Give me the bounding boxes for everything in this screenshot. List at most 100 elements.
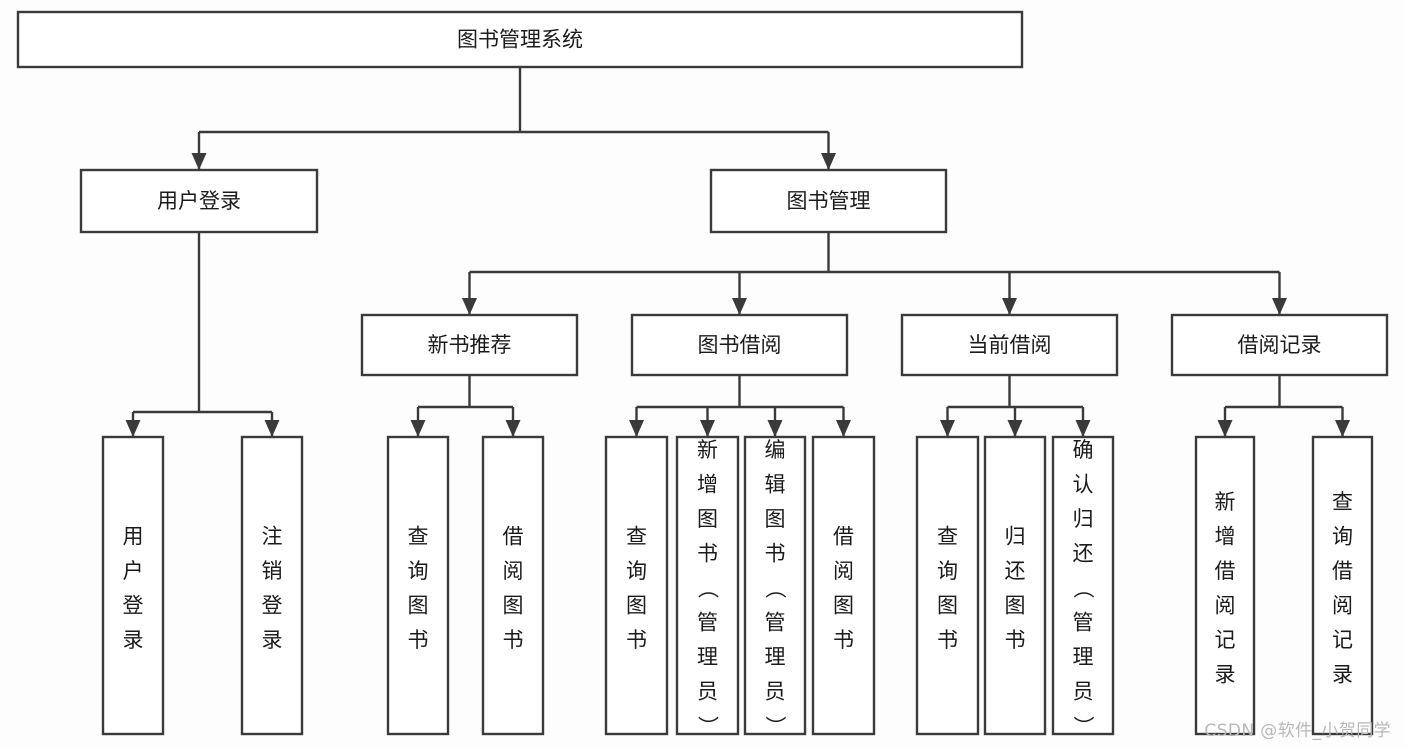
node-label-char: 记 xyxy=(1215,628,1236,652)
node-label-char: 理 xyxy=(1073,645,1094,669)
node-box[interactable] xyxy=(1170,313,1389,377)
node-label-char: 书 xyxy=(697,542,718,566)
node-label-char: 户 xyxy=(123,559,144,583)
arrow-head-icon xyxy=(505,420,521,437)
node-box[interactable] xyxy=(900,313,1119,377)
arrow-head-icon xyxy=(1217,420,1233,437)
arrow-head-icon xyxy=(1007,420,1023,437)
node-level3-当前借阅[interactable]: 当前借阅 xyxy=(900,313,1119,377)
node-label-char: 认 xyxy=(1073,473,1094,497)
node-box[interactable] xyxy=(360,313,579,377)
node-box[interactable] xyxy=(1051,435,1115,736)
connector-layer xyxy=(125,67,1350,437)
node-level2-用户登录[interactable]: 用户登录 xyxy=(79,168,319,234)
node-label: 图书管理系统 xyxy=(457,28,583,52)
node-label-char: ） xyxy=(696,716,720,737)
node-label-char: 录 xyxy=(1215,662,1236,686)
node-label-char: 录 xyxy=(123,628,144,652)
node-label-char: 登 xyxy=(123,593,144,617)
node-level3-借阅记录[interactable]: 借阅记录 xyxy=(1170,313,1389,377)
node-box[interactable] xyxy=(16,10,1024,69)
arrow-head-icon xyxy=(462,298,477,315)
node-label-char: 图 xyxy=(626,593,647,617)
node-label-char: 还 xyxy=(1073,542,1094,566)
node-box[interactable] xyxy=(1194,435,1256,736)
arrow-head-icon xyxy=(700,420,715,437)
node-level3-新书推荐[interactable]: 新书推荐 xyxy=(360,313,579,377)
node-label-char: 图 xyxy=(408,593,429,617)
node-label-char: 员 xyxy=(765,680,786,704)
node-label-char: 记 xyxy=(1332,628,1353,652)
node-label-char: 新 xyxy=(697,438,718,462)
node-label: 借阅记录 xyxy=(1238,333,1322,357)
node-label-char: （ xyxy=(1071,578,1095,599)
arrow-head-icon xyxy=(821,153,836,170)
node-label-char: 书 xyxy=(765,542,786,566)
node-box[interactable] xyxy=(481,435,545,736)
node-box[interactable] xyxy=(630,313,849,377)
node-level2-图书管理[interactable]: 图书管理 xyxy=(709,168,948,234)
node-label-char: 阅 xyxy=(833,559,854,583)
node-box[interactable] xyxy=(983,435,1047,736)
watermark-text: CSDN @软件_小贺同学 xyxy=(1204,721,1391,741)
arrow-head-icon xyxy=(732,298,747,315)
node-label-char: 询 xyxy=(626,559,647,583)
node-label-char: 阅 xyxy=(503,559,524,583)
node-box[interactable] xyxy=(604,435,669,736)
node-label-char: （ xyxy=(696,578,720,599)
node-leaf-0-用户登录[interactable]: 用户登录 xyxy=(101,435,165,736)
node-label-char: 辑 xyxy=(765,473,786,497)
node-label-char: 管 xyxy=(697,611,718,635)
node-label-char: 图 xyxy=(503,593,524,617)
node-box[interactable] xyxy=(743,435,807,736)
node-box[interactable] xyxy=(79,168,319,234)
node-label-char: 还 xyxy=(1005,559,1026,583)
node-level3-图书借阅[interactable]: 图书借阅 xyxy=(630,313,849,377)
node-box[interactable] xyxy=(811,435,876,736)
node-label-char: 图 xyxy=(833,593,854,617)
arrow-head-icon xyxy=(1272,298,1287,315)
node-label-char: 员 xyxy=(697,680,718,704)
arrow-head-icon xyxy=(410,420,426,437)
node-box[interactable] xyxy=(915,435,980,736)
node-box[interactable] xyxy=(709,168,948,234)
node-label-char: 用 xyxy=(123,524,144,548)
arrow-head-icon xyxy=(1335,420,1350,437)
node-box[interactable] xyxy=(386,435,450,736)
node-label-char: 书 xyxy=(1005,628,1026,652)
node-label-char: 理 xyxy=(765,645,786,669)
node-label-char: 查 xyxy=(1332,490,1353,514)
node-box[interactable] xyxy=(675,435,740,736)
node-label-char: 阅 xyxy=(1332,593,1353,617)
arrow-head-icon xyxy=(836,420,851,437)
node-box[interactable] xyxy=(1311,435,1374,736)
node-label-char: 新 xyxy=(1215,490,1236,514)
node-label-char: 书 xyxy=(503,628,524,652)
node-label-char: 借 xyxy=(1215,559,1236,583)
node-label-char: 图 xyxy=(937,593,958,617)
node-box[interactable] xyxy=(240,435,304,736)
node-label-char: 书 xyxy=(937,628,958,652)
node-label-char: 借 xyxy=(503,524,524,548)
node-label-char: 理 xyxy=(697,645,718,669)
node-label-char: 注 xyxy=(262,524,283,548)
node-root-图书管理系统[interactable]: 图书管理系统 xyxy=(16,10,1024,69)
node-label-char: 录 xyxy=(1332,662,1353,686)
arrow-head-icon xyxy=(191,153,207,170)
node-label-char: 增 xyxy=(1215,524,1236,548)
node-layer: 图书管理系统用户登录图书管理新书推荐图书借阅当前借阅借阅记录用户登录注销登录查询… xyxy=(16,10,1389,737)
node-box[interactable] xyxy=(101,435,165,736)
